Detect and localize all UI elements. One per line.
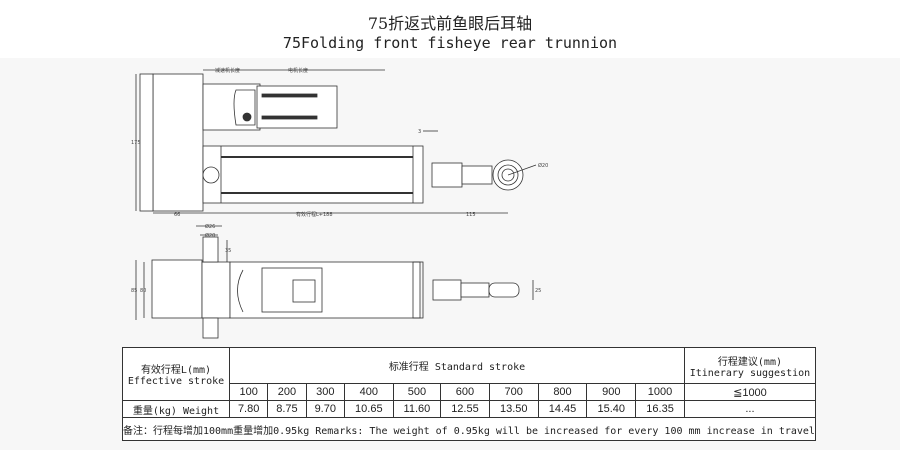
label-flange: 3 (418, 129, 421, 135)
label-stroke-length: 有效行程L+188 (296, 211, 333, 218)
label-height-inner: 80 (140, 288, 146, 294)
stroke-cell: 400 (343, 383, 394, 401)
top-view (135, 69, 537, 214)
label-rod-length: 115 (466, 212, 476, 218)
stroke-cell: 300 (305, 383, 345, 401)
weight-label: 重量(kg) Weight (122, 400, 230, 418)
weight-row: 重量(kg) Weight 7.80 8.75 9.70 10.65 11.60… (122, 400, 816, 418)
label-trunnion-inner: Ø20 (205, 232, 215, 239)
header-standard-stroke: 标准行程 Standard stroke (229, 347, 685, 384)
header-effective-stroke: 有效行程L(mm)Effective stroke (122, 347, 230, 401)
stroke-cell: 800 (537, 383, 588, 401)
stroke-cell: 700 (488, 383, 539, 401)
weight-cell: 13.50 (488, 400, 539, 418)
weight-cell: 14.45 (537, 400, 588, 418)
weight-cell: 7.80 (228, 400, 269, 418)
weight-cell: 12.55 (440, 400, 490, 418)
stroke-cell: 900 (586, 383, 637, 401)
stroke-suggestion: ≦1000 (683, 383, 816, 401)
label-eye-diameter: Ø20 (538, 162, 548, 169)
label-trunnion-outer: Ø26 (205, 223, 215, 230)
weight-suggestion: ... (683, 400, 816, 418)
label-height-outer: 85 (131, 288, 137, 294)
weight-cell: 8.75 (267, 400, 307, 418)
weight-cell: 16.35 (635, 400, 685, 418)
stroke-cell: 1000 (635, 383, 685, 401)
remarks: 备注：行程每增加100mm重量增加0.95kg Remarks: The wei… (122, 417, 816, 441)
label-eye-width: 25 (535, 288, 541, 294)
label-trunnion-height: 35 (225, 248, 231, 254)
label-height: 175 (131, 140, 141, 146)
stroke-cell: 500 (392, 383, 442, 401)
title-en: 75Folding front fisheye rear trunnion (282, 34, 618, 52)
side-view (135, 225, 534, 339)
header-suggestion: 行程建议(mm)Itinerary suggestion (683, 347, 816, 384)
label-reducer-length: 减速机长度 (215, 67, 240, 74)
weight-cell: 11.60 (392, 400, 442, 418)
stroke-cell: 100 (228, 383, 269, 401)
label-base-width: 66 (174, 212, 180, 218)
title-zh: 75折返式前鱼眼后耳轴 (367, 14, 533, 33)
weight-cell: 15.40 (586, 400, 637, 418)
stroke-cell: 200 (267, 383, 307, 401)
spec-table: 有效行程L(mm)Effective stroke 标准行程 Standard … (122, 347, 816, 441)
label-motor-length: 电机长度 (288, 67, 308, 74)
weight-cell: 10.65 (343, 400, 394, 418)
weight-cell: 9.70 (305, 400, 345, 418)
stroke-cell: 600 (440, 383, 490, 401)
